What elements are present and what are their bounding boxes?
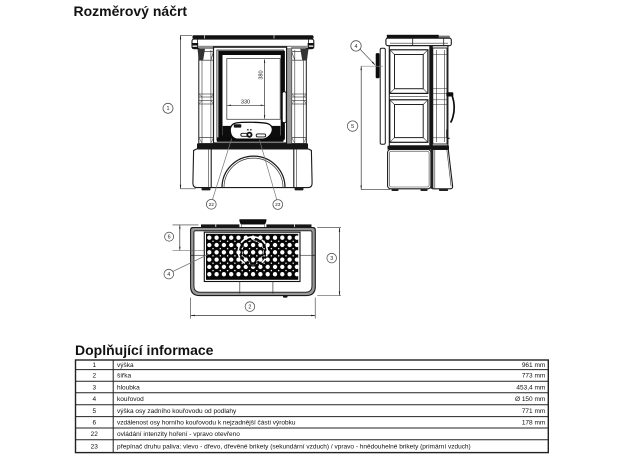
svg-text:1: 1 [92,362,96,369]
svg-text:6: 6 [92,420,96,427]
svg-text:4: 4 [92,396,96,403]
svg-text:22: 22 [91,431,99,438]
svg-text:1: 1 [167,106,170,112]
svg-text:961 mm: 961 mm [522,362,545,369]
svg-text:kouřovod: kouřovod [117,396,144,403]
svg-text:6: 6 [168,235,171,241]
svg-text:Rozměrový náčrt: Rozměrový náčrt [74,3,188,19]
svg-text:3: 3 [330,256,333,262]
svg-text:178 mm: 178 mm [522,420,545,427]
svg-text:přepínač druhu paliva: vlevo -: přepínač druhu paliva: vlevo - dřevo, dř… [117,444,471,451]
svg-text:380: 380 [258,70,264,79]
svg-text:ovládání intenzity hoření - vp: ovládání intenzity hoření - vpravo otevř… [117,431,240,438]
svg-text:Ø 150 mm: Ø 150 mm [515,396,545,403]
svg-text:výška osy zadního kouřovodu od: výška osy zadního kouřovodu od podlahy [117,408,237,415]
svg-text:hloubka: hloubka [117,384,140,391]
svg-text:3: 3 [92,384,96,391]
svg-text:2: 2 [248,305,251,311]
svg-text:773 mm: 773 mm [522,373,545,380]
svg-text:330: 330 [241,99,250,105]
svg-text:2: 2 [92,373,96,380]
svg-text:5: 5 [92,408,96,415]
svg-text:5: 5 [351,124,354,130]
svg-text:453,4 mm: 453,4 mm [516,384,545,391]
svg-text:23: 23 [91,444,99,451]
svg-text:4: 4 [167,272,170,278]
svg-text:4: 4 [355,44,358,50]
svg-text:vzdálenost osy horního kouřovo: vzdálenost osy horního kouřovodu k nejza… [117,420,296,427]
svg-text:23: 23 [275,202,281,208]
svg-text:771 mm: 771 mm [522,408,545,415]
svg-text:22: 22 [209,202,215,208]
svg-text:šířka: šířka [117,373,131,380]
svg-text:Doplňující informace: Doplňující informace [75,342,214,358]
svg-text:výška: výška [117,362,134,369]
